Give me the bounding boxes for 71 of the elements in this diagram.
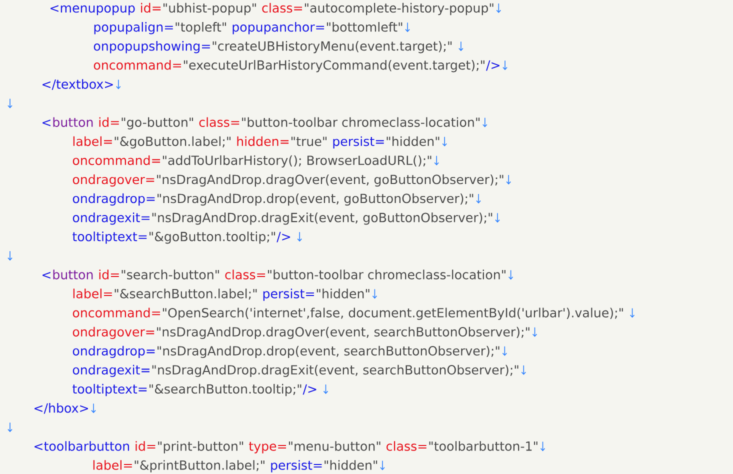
code-text: "&goButton.label;" [114, 136, 230, 149]
code-text: ondragover= [72, 326, 154, 340]
code-text: "go-button" [122, 117, 193, 130]
code-text: "print-button" [158, 441, 244, 454]
code-text: label= [73, 136, 112, 146]
code-text: button [53, 270, 93, 280]
code-text: "menu-button" [288, 441, 380, 451]
code-text: "&searchButton.label;" [114, 288, 257, 300]
code-text: "bottomleft" [326, 22, 402, 32]
code-text: "nsDragAndDrop.drop(event, goButtonObserver);" [158, 193, 474, 206]
code-text: ondragexit= [72, 212, 150, 225]
code-text: "ubhist-popup" [164, 2, 256, 16]
code-text: "nsDragAndDrop.dragOver(event, goButtonObserver);" [157, 174, 504, 187]
code-text: id= [99, 117, 119, 127]
code-text: "hidden" [386, 136, 440, 146]
code-text: <toolbarbutton [34, 441, 130, 451]
code-text: /> [486, 60, 500, 71]
code-text: "&goButton.tooltip;" [150, 232, 275, 244]
code-text: label= [73, 288, 112, 298]
code-text: /> [302, 384, 316, 395]
code-text: ondragover= [72, 174, 154, 187]
code-text: tooltiptext= [72, 232, 147, 244]
code-text: id= [141, 2, 161, 13]
code-text: label= [93, 460, 132, 470]
code-text: oncommand= [72, 308, 160, 318]
code-text: "addToUrlbarHistory(); BrowserLoadURL();" [162, 155, 432, 168]
code-text: "hidden" [316, 288, 370, 298]
code-text: ondragdrop= [72, 346, 155, 358]
code-text: "OpenSearch('internet',false, document.getElementById('urlbar').value);" [162, 308, 623, 320]
code-text: class= [262, 2, 302, 13]
code-text: < [42, 272, 50, 279]
code-text: class= [199, 117, 240, 127]
code-text: "nsDragAndDrop.drop(event, searchButtonObserver);" [158, 346, 500, 358]
code-text: tooltiptext= [72, 384, 147, 396]
code-text: type= [249, 442, 286, 454]
code-text: "topleft" [176, 22, 226, 34]
code-text: hidden= [237, 136, 289, 146]
code-text: "hidden" [324, 460, 378, 470]
code-text: ondragdrop= [72, 193, 155, 206]
code-text: "executeUrlBarHistoryCommand(event.target);" [184, 60, 484, 72]
code-text: "nsDragAndDrop.dragExit(event, goButtonObserver);" [152, 212, 492, 225]
code-text: popupanchor= [232, 22, 324, 34]
code-text: "&searchButton.tooltip;" [150, 384, 302, 396]
code-text: class= [225, 270, 266, 280]
code-text: persist= [333, 136, 384, 149]
code-text: "createUBHistoryMenu(event.target);" [212, 41, 452, 54]
code-text: "button-toolbar chromeclass-location" [268, 270, 506, 280]
code-text: "search-button" [122, 270, 219, 280]
code-text: "nsDragAndDrop.dragOver(event, searchButtonObserver);" [157, 326, 530, 340]
code-text: < [42, 119, 50, 126]
code-text: button [53, 117, 93, 127]
code-text: id= [99, 270, 119, 280]
code-text: "toolbarbutton-1" [429, 441, 538, 451]
code-text: "button-toolbar chromeclass-location" [242, 117, 480, 127]
code-text: </hbox> [34, 403, 88, 414]
code-text: <menupopup [50, 5, 135, 16]
code-text: onpopupshowing= [94, 41, 210, 54]
code-text: oncommand= [94, 60, 182, 70]
code-text: "&printButton.label;" [134, 460, 264, 472]
code-text: id= [136, 441, 156, 451]
code-text: class= [386, 441, 426, 451]
code-text: persist= [263, 288, 314, 301]
code-text: oncommand= [72, 155, 160, 166]
code-text: popupalign= [94, 22, 173, 34]
code-text: ondragexit= [72, 364, 150, 378]
code-text: persist= [271, 460, 322, 472]
code-text: "autocomplete-history-popup" [304, 2, 494, 16]
code-text: "nsDragAndDrop.dragExit(event, searchButtonObserver);" [152, 364, 518, 378]
code-text: "true" [291, 136, 326, 146]
code-text: </textbox> [42, 79, 113, 90]
code-text: /> [276, 232, 290, 242]
